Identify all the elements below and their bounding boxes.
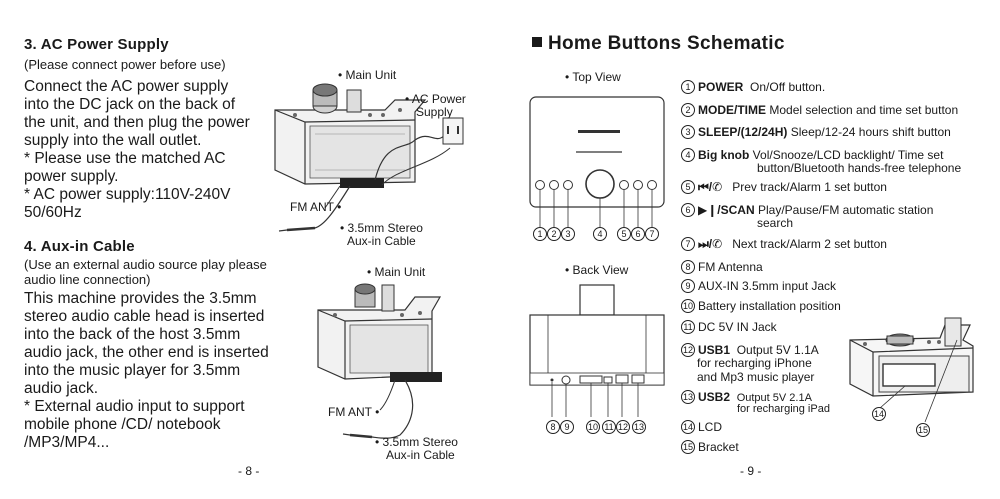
body-line: * Please use the matched AC xyxy=(24,150,226,167)
aux-cable-label-2: Aux-in Cable xyxy=(386,448,455,462)
top-view-label: • Top View xyxy=(565,70,621,84)
stereo-label: • 3.5mm Stereo xyxy=(340,221,423,235)
body-line: audio jack. xyxy=(24,380,99,397)
back-view-figure xyxy=(529,284,665,417)
body-line: mobile phone /CD/ notebook xyxy=(24,416,221,433)
schematic-title: Home Buttons Schematic xyxy=(532,33,785,55)
aux-in-figure xyxy=(317,283,442,439)
body-line: the unit, and then plug the power xyxy=(24,114,250,131)
body-line: This machine provides the 3.5mm xyxy=(24,290,257,307)
section-4-title: 4. Aux-in Cable xyxy=(24,238,135,255)
body-line: into the DC jack on the back of xyxy=(24,96,236,113)
body-line: supply into the wall outlet. xyxy=(24,132,202,149)
body-line: stereo audio cable head is inserted xyxy=(24,308,265,325)
ac-power-figure xyxy=(274,83,464,232)
body-line: into the back of the host 3.5mm xyxy=(24,326,241,343)
aux-cable-label: Aux-in Cable xyxy=(347,234,416,248)
main-unit-label: • Main Unit xyxy=(338,68,397,82)
section-4-body: This machine provides the 3.5mm stereo a… xyxy=(24,290,269,452)
square-bullet-icon xyxy=(532,37,542,47)
section-4-note: (Use an external audio source play pleas… xyxy=(24,257,267,287)
page-number-right: - 9 - xyxy=(740,464,762,478)
stereo-label-2: • 3.5mm Stereo xyxy=(375,435,458,449)
body-line: into the music player for 3.5mm xyxy=(24,362,241,379)
fm-ant-label-2: FM ANT • xyxy=(328,405,380,419)
body-line: power supply. xyxy=(24,168,119,185)
section-3-title: 3. AC Power Supply xyxy=(24,36,169,53)
body-line: * AC power supply:110V-240V xyxy=(24,186,231,203)
body-line: audio jack, the other end is inserted xyxy=(24,344,269,361)
body-line: 50/60Hz xyxy=(24,204,82,221)
body-line: /MP3/MP4... xyxy=(24,434,110,451)
back-view-label: • Back View xyxy=(565,263,629,277)
top-view-figure xyxy=(529,96,665,227)
body-line: Connect the AC power supply xyxy=(24,78,229,95)
supply-label: Supply xyxy=(416,105,453,119)
page-number-left: - 8 - xyxy=(238,464,260,478)
section-3-note: (Please connect power before use) xyxy=(24,57,226,72)
perspective-unit-figure xyxy=(849,317,974,423)
section-3-body: Connect the AC power supply into the DC … xyxy=(24,78,250,222)
main-unit-label-2: • Main Unit xyxy=(367,265,426,279)
fm-ant-label: FM ANT • xyxy=(290,200,342,214)
ac-power-label: • AC Power xyxy=(405,92,466,106)
body-line: * External audio input to support xyxy=(24,398,245,415)
